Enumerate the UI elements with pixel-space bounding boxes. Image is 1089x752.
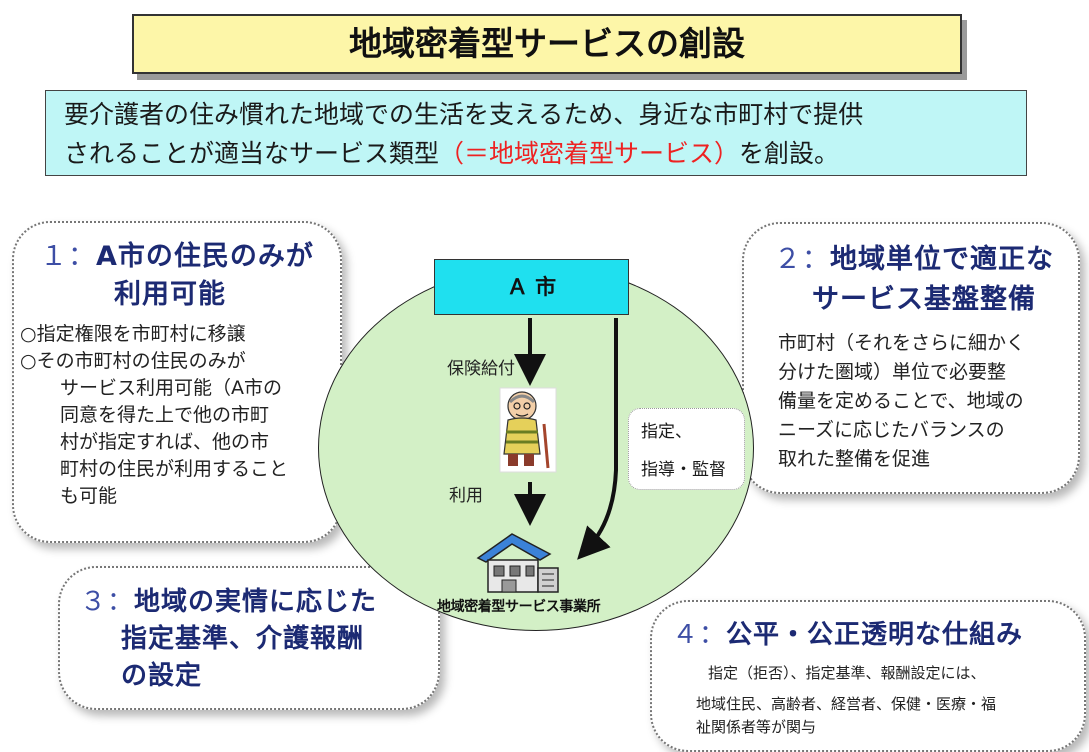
card-4-heading: ４：公平・公正透明な仕組み bbox=[672, 617, 1023, 653]
card-2-heading-line-1: 地域単位で適正な bbox=[830, 244, 1054, 275]
card-3-number: ３： bbox=[80, 587, 135, 617]
card-2-body-line: 分けた圏域）単位で必要整 bbox=[778, 361, 1007, 383]
card-4-body-2: 地域住民、高齢者、経営者、保健・医療・福 bbox=[696, 695, 997, 713]
card-1-heading-2: 利用可能 bbox=[114, 279, 226, 310]
designation-box: 指定、 指導・監督 bbox=[628, 408, 745, 490]
elderly-person-icon bbox=[499, 387, 557, 473]
card-3 bbox=[58, 566, 440, 710]
card-2-body-line: 備量を定めることで、地域の bbox=[778, 390, 1024, 412]
card-1-heading: １：A市の住民のみが bbox=[40, 239, 314, 275]
designation-line-2: 指導・監督 bbox=[641, 460, 726, 480]
card-2-body-line: 市町村（それをさらに細かく bbox=[778, 332, 1026, 354]
card-1-bullet-2-line: も可能 bbox=[60, 485, 118, 507]
intro-line-2: されることが適当なサービス類型（＝地域密着型サービス）を創設。 bbox=[64, 134, 1026, 173]
card-4 bbox=[650, 600, 1086, 752]
intro-highlight: （＝地域密着型サービス） bbox=[439, 139, 740, 168]
card-4-number: ４： bbox=[672, 620, 727, 650]
insurance-benefit-label: 保険給付 bbox=[447, 359, 515, 379]
card-3-heading-2: 指定基準、介護報酬 bbox=[121, 624, 365, 654]
city-a-box: Ａ 市 bbox=[434, 259, 629, 315]
card-1 bbox=[12, 221, 342, 543]
card-2-heading: ２：地域単位で適正な bbox=[774, 242, 1054, 278]
card-2-body-line: 取れた整備を促進 bbox=[778, 448, 931, 470]
card-4-body-1: 指定（拒否）、指定基準、報酬設定には、 bbox=[708, 664, 986, 682]
office-label: 地域密着型サービス事業所 bbox=[437, 599, 601, 615]
intro-box: 要介護者の住み慣れた地域での生活を支えるため、身近な市町村で提供 されることが適… bbox=[45, 90, 1027, 176]
card-2 bbox=[742, 222, 1080, 494]
card-1-bullet-2: ○その市町村の住民のみが bbox=[20, 350, 246, 372]
card-1-bullet-2-line: 村が指定すれば、他の市 bbox=[60, 431, 270, 453]
card-2-body-line: ニーズに応じたバランスの bbox=[778, 419, 1005, 441]
card-2-body: 市町村（それをさらに細かく 分けた圏域）単位で必要整 備量を定めることで、地域の… bbox=[778, 329, 1025, 474]
designation-arrow bbox=[577, 318, 618, 560]
card-3-heading-line-1: 地域の実情に応じた bbox=[134, 587, 378, 617]
card-1-number: １： bbox=[40, 241, 96, 272]
card-2-number: ２： bbox=[774, 244, 830, 275]
card-2-heading-2: サービス基盤整備 bbox=[812, 284, 1036, 315]
intro-line-2-end: を創設。 bbox=[739, 139, 840, 168]
card-1-bullets: ○指定権限を市町村に移譲 ○その市町村の住民のみが サービス利用可能（A市の 同… bbox=[20, 321, 288, 510]
usage-label: 利用 bbox=[449, 486, 483, 506]
service-office-building-icon bbox=[476, 533, 559, 593]
card-4-body-3: 祉関係者等が関与 bbox=[696, 718, 817, 736]
card-1-bullet-2-line: サービス利用可能（A市の bbox=[60, 377, 282, 399]
card-1-heading-line-1: A市の住民のみが bbox=[96, 241, 314, 272]
designation-line-1: 指定、 bbox=[641, 422, 692, 442]
card-3-heading: ３：地域の実情に応じた bbox=[80, 584, 377, 620]
card-1-bullet-2-line: 町村の住民が利用すること bbox=[60, 458, 289, 480]
card-1-bullet-2-line: 同意を得た上で他の市町 bbox=[60, 404, 270, 426]
page-title: 地域密着型サービスの創設 bbox=[132, 14, 962, 74]
card-1-bullet-1: ○指定権限を市町村に移譲 bbox=[20, 323, 246, 345]
card-3-heading-3: の設定 bbox=[121, 661, 203, 691]
intro-line-2-text: されることが適当なサービス類型 bbox=[64, 139, 440, 168]
card-4-heading-text: 公平・公正透明な仕組み bbox=[726, 620, 1024, 650]
intro-line-1: 要介護者の住み慣れた地域での生活を支えるため、身近な市町村で提供 bbox=[64, 100, 864, 129]
